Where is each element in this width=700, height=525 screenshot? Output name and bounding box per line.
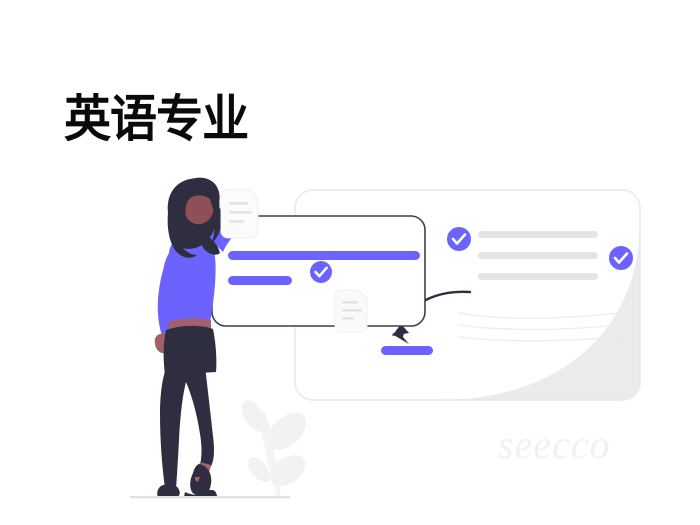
bar-cta [381, 346, 433, 355]
document-card-lower [334, 289, 368, 333]
list-line-2 [478, 252, 598, 259]
plant-decoration [241, 400, 306, 497]
check-badge-list-right [609, 246, 633, 270]
list-lines-group [478, 231, 598, 280]
watermark-seecco: seecco [498, 422, 611, 467]
check-badge-list-left [447, 227, 471, 251]
check-badge-card [310, 261, 332, 283]
list-line-3 [478, 273, 598, 280]
list-line-1 [478, 231, 598, 238]
page-title: 英语专业 [64, 91, 249, 147]
woman-figure [154, 177, 240, 497]
bar-long [228, 251, 420, 260]
ground-line [130, 496, 290, 499]
faint-curved-lines [457, 312, 619, 342]
document-card-upper [220, 188, 259, 239]
bar-short [228, 276, 292, 285]
